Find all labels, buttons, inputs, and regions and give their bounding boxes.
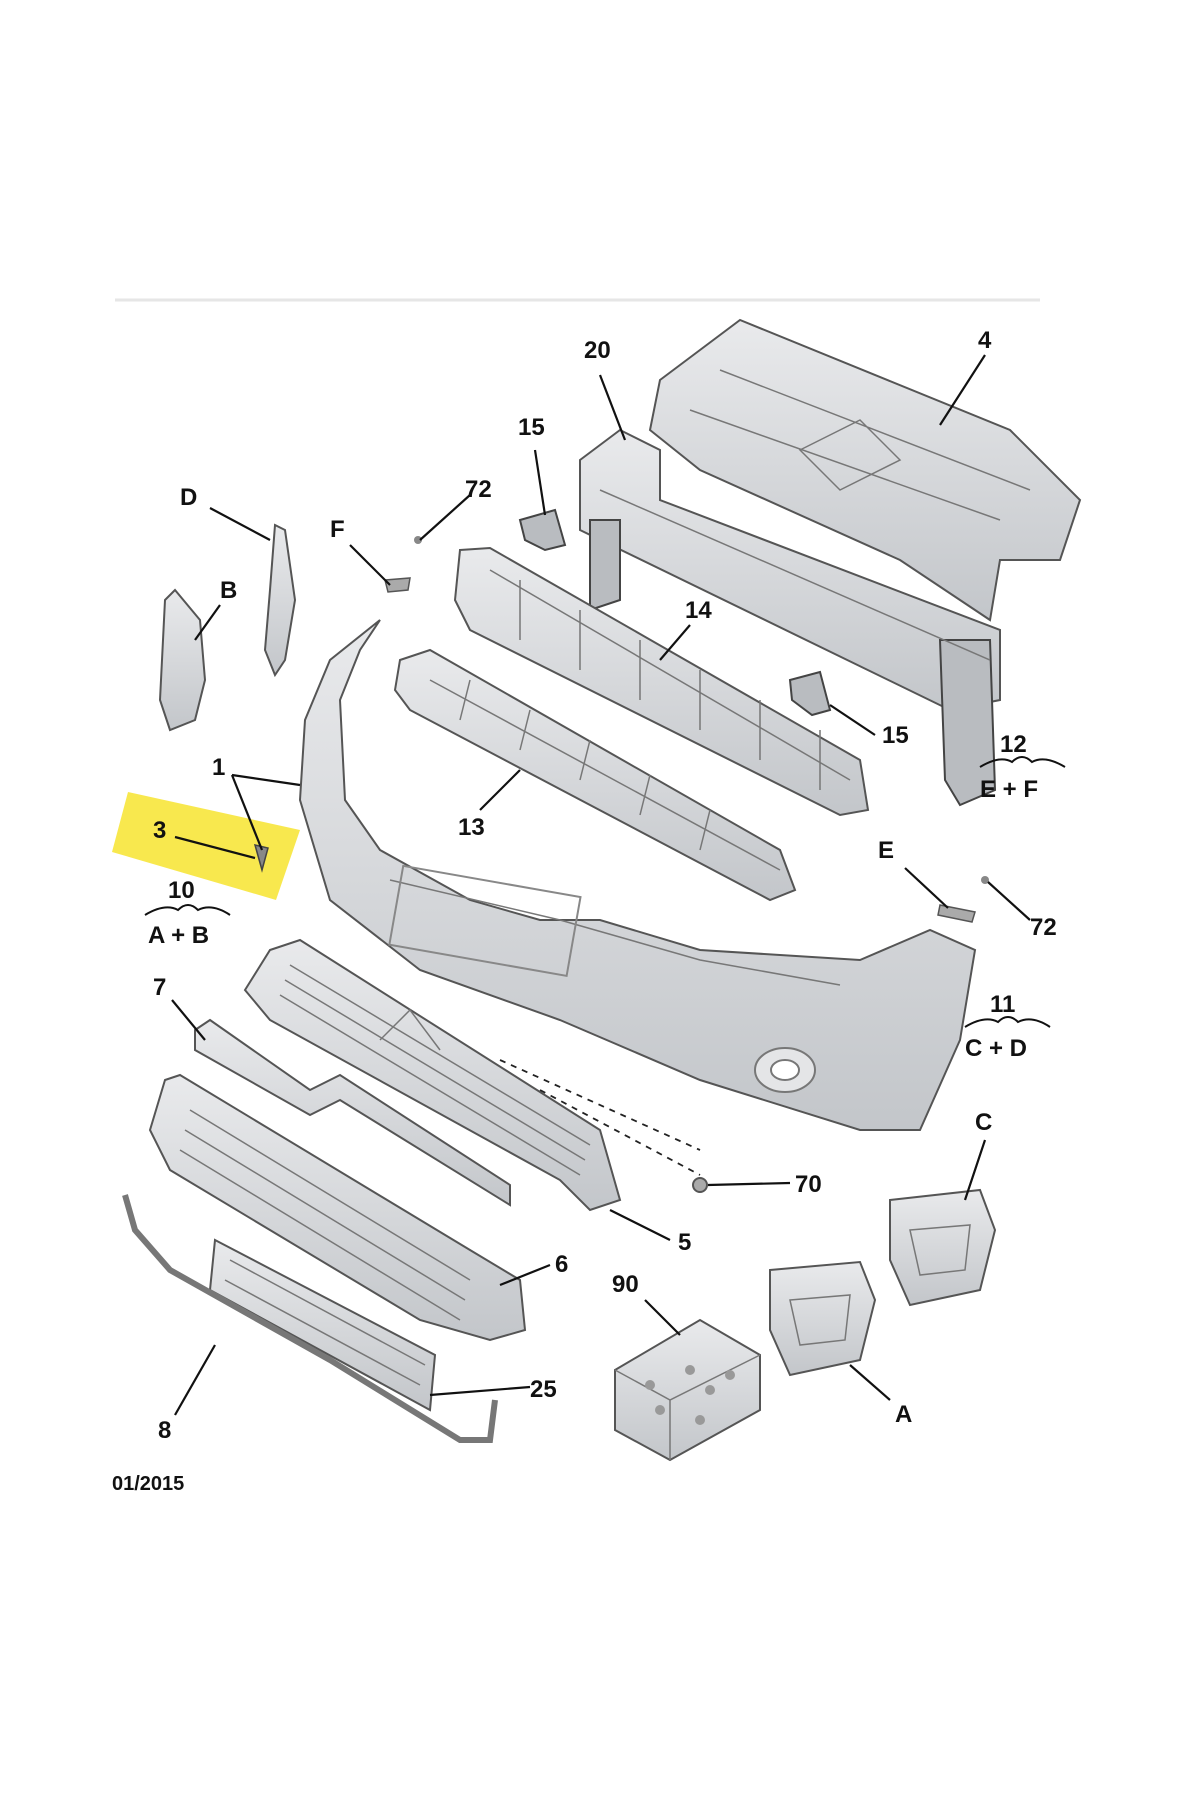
part-4-front-panel	[648, 318, 1082, 622]
callout-C: C	[975, 1109, 992, 1136]
callout-1: 1	[212, 754, 225, 781]
part-25-lower-mesh	[208, 1238, 437, 1412]
callout-B: B	[220, 577, 237, 604]
part-20-bumper-beam	[579, 428, 1001, 807]
callout-3: 3	[153, 817, 166, 844]
part-8-trim-strip	[122, 1194, 498, 1443]
callout-D: D	[180, 484, 197, 511]
part-E-clip	[937, 904, 976, 923]
date-code: 01/2015	[112, 1473, 184, 1495]
callout-12-sub: E + F	[980, 776, 1038, 803]
part-A-fog-bezel	[769, 1260, 877, 1377]
callout-25: 25	[530, 1376, 557, 1403]
part-B-bracket	[158, 588, 207, 732]
part-72-screw-a	[414, 536, 422, 544]
callout-20: 20	[584, 337, 611, 364]
leader-lines	[171, 354, 1031, 1416]
part-C-fog-bezel	[889, 1188, 997, 1307]
callout-90: 90	[612, 1271, 639, 1298]
brace-11	[964, 1016, 1051, 1028]
part-F-clip	[384, 577, 411, 593]
part-72-screw-b	[981, 876, 989, 884]
callout-8: 8	[158, 1417, 171, 1444]
callout-15-upper: 15	[518, 414, 545, 441]
part-5-upper-grille	[243, 938, 622, 1212]
part-90-fixings-kit	[614, 1318, 761, 1462]
part-D-bracket	[263, 523, 297, 678]
callout-E: E	[878, 837, 894, 864]
callout-12: 12	[1000, 731, 1027, 758]
callout-72-upper: 72	[465, 476, 492, 503]
callout-6: 6	[555, 1251, 568, 1278]
part-15-bracket-lower	[788, 670, 832, 717]
callout-11-sub: C + D	[965, 1035, 1027, 1062]
part-14-energy-absorber	[453, 546, 870, 817]
callout-7: 7	[153, 974, 166, 1001]
callout-5: 5	[678, 1229, 691, 1256]
callout-72-lower: 72	[1030, 914, 1057, 941]
callout-10: 10	[168, 877, 195, 904]
part-15-bracket-upper	[518, 508, 567, 552]
callout-10-sub: A + B	[148, 922, 209, 949]
alignment-dash-1	[499, 1059, 701, 1151]
callout-4: 4	[978, 327, 992, 354]
callout-A: A	[895, 1401, 912, 1428]
part-13-lower-absorber	[393, 648, 797, 902]
callout-F: F	[330, 516, 345, 543]
callout-14: 14	[685, 597, 712, 624]
part-70-clip	[692, 1177, 708, 1193]
callout-11: 11	[990, 991, 1015, 1018]
callout-70: 70	[795, 1171, 822, 1198]
callout-13: 13	[458, 814, 485, 841]
callout-15-lower: 15	[882, 722, 909, 749]
part-7-chrome-strip	[194, 1018, 511, 1207]
part-1-bumper-cover	[298, 619, 977, 1131]
part-6-lower-grille	[148, 1073, 527, 1342]
brace-10	[144, 904, 231, 916]
brace-12	[979, 756, 1066, 768]
